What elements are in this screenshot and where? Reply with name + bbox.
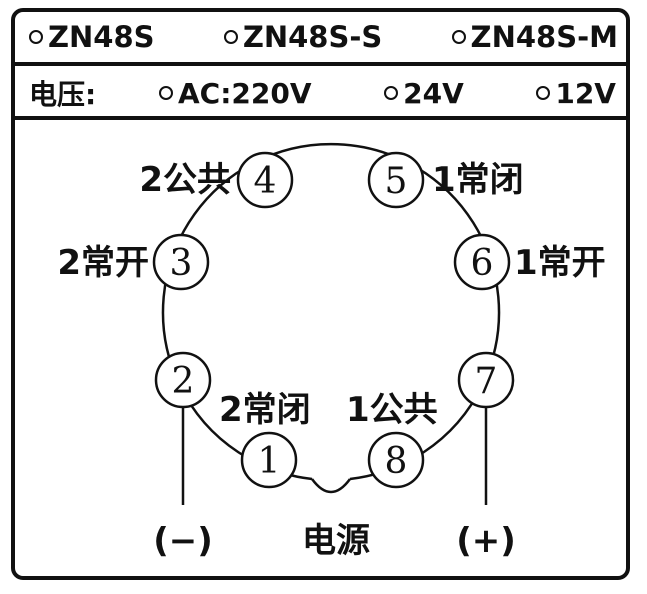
- divider: [11, 116, 630, 120]
- voltage-option-24v[interactable]: 24V: [384, 77, 464, 110]
- pin-3: 3: [152, 233, 210, 291]
- pin-7: 7: [457, 351, 515, 409]
- inner-label-left: 2常闭: [219, 390, 311, 430]
- pin-number: 3: [170, 243, 193, 284]
- power-plus-label: (+): [456, 521, 516, 561]
- voltage-option-12v[interactable]: 12V: [536, 77, 616, 110]
- voltage-option-label: 24V: [403, 76, 464, 110]
- pin-8: 8: [367, 431, 425, 489]
- pin-number: 1: [258, 441, 281, 482]
- voltage-row: 电压: AC:220V 24V 12V: [11, 70, 630, 116]
- radio-circle-icon: [159, 86, 173, 100]
- pin-number: 7: [475, 361, 498, 402]
- pin-3-label: 2常开: [57, 243, 149, 283]
- power-minus-label: (−): [153, 521, 213, 561]
- radio-circle-icon: [384, 86, 399, 100]
- pin-4: 4: [236, 151, 294, 209]
- model-option-zn48s[interactable]: ZN48S: [29, 20, 155, 54]
- pin-2: 2: [154, 351, 212, 409]
- pin-6-label: 1常开: [514, 243, 606, 283]
- model-option-label: ZN48S: [48, 20, 155, 54]
- divider: [11, 62, 630, 66]
- radio-circle-icon: [536, 86, 551, 100]
- voltage-option-label: 12V: [555, 76, 616, 110]
- voltage-option-ac220v[interactable]: AC:220V: [159, 77, 312, 110]
- pin-5-label: 1常闭: [432, 160, 524, 200]
- model-option-zn48s-s[interactable]: ZN48S-S: [223, 20, 383, 54]
- pin-4-label: 2公共: [139, 160, 231, 200]
- pin-number: 6: [471, 243, 494, 284]
- pin-1: 1: [240, 431, 298, 489]
- inner-label-right: 1公共: [346, 390, 438, 430]
- pin-6: 6: [453, 233, 511, 291]
- model-option-zn48s-m[interactable]: ZN48S-M: [451, 20, 618, 54]
- model-option-label: ZN48S-M: [470, 20, 618, 54]
- model-options-row: ZN48S ZN48S-S ZN48S-M: [11, 12, 630, 62]
- pin-number: 5: [385, 161, 408, 202]
- socket-key-notch: [310, 478, 352, 494]
- power-label: 电源: [302, 521, 370, 561]
- radio-circle-icon: [451, 30, 466, 44]
- pin-number: 2: [172, 361, 195, 402]
- voltage-option-label: AC:220V: [178, 76, 312, 110]
- model-option-label: ZN48S-S: [242, 20, 383, 54]
- pin-number: 8: [385, 441, 408, 482]
- pin-number: 4: [254, 161, 277, 202]
- radio-circle-icon: [223, 30, 238, 44]
- voltage-label: 电压:: [29, 78, 97, 111]
- radio-circle-icon: [29, 30, 43, 44]
- diagram-panel: [11, 8, 630, 580]
- pin-5: 5: [367, 151, 425, 209]
